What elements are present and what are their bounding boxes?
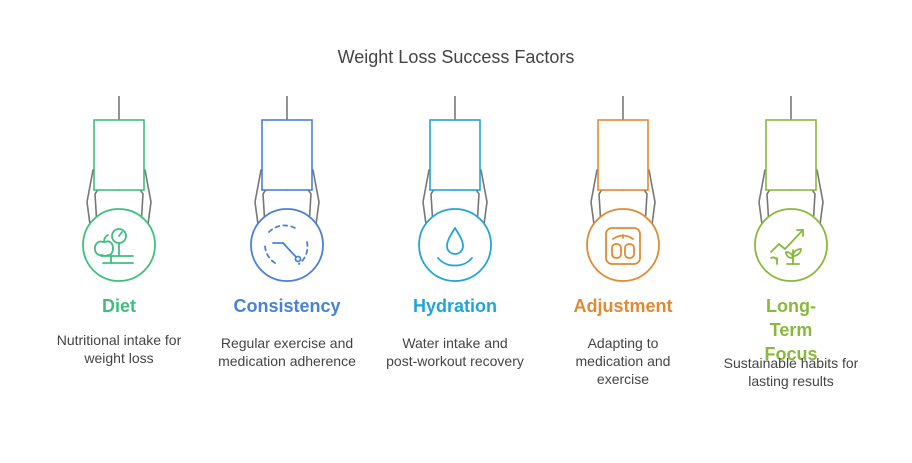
icon-circle: [418, 208, 492, 282]
claw-graphic: [754, 96, 828, 282]
factor-label: Hydration: [412, 296, 497, 316]
claw-body: [93, 119, 145, 191]
factor-description: Sustainable habits for lasting results: [723, 355, 859, 389]
factor-label: Long-Term Focus: [764, 296, 818, 364]
icon-circle: [250, 208, 324, 282]
factor-label: Consistency: [233, 296, 341, 316]
factor-description: Adapting to medication and exercise: [575, 335, 671, 387]
bathroom-scale-icon: [605, 227, 641, 265]
factor-label: Diet: [101, 296, 136, 316]
factor-description: Nutritional intake for weight loss: [56, 332, 182, 366]
factor-label: Adjustment: [573, 296, 673, 316]
claw-graphic: [586, 96, 660, 282]
claw-graphic: [418, 96, 492, 282]
icon-circle: [586, 208, 660, 282]
factor-description: Water intake and post-workout recovery: [386, 335, 524, 369]
claw-body: [597, 119, 649, 191]
claw-graphic: [82, 96, 156, 282]
claw-body: [765, 119, 817, 191]
factor-description: Regular exercise and medication adherenc…: [218, 335, 356, 369]
claw-body: [261, 119, 313, 191]
growth-plant-icon: [770, 229, 804, 265]
diet-scale-apple-icon: [93, 228, 134, 264]
water-drop-icon: [437, 227, 473, 267]
claw-graphic: [250, 96, 324, 282]
progress-gauge-icon: [264, 224, 309, 265]
diagram-title: Weight Loss Success Factors: [337, 47, 575, 67]
claw-body: [429, 119, 481, 191]
icon-circle: [754, 208, 828, 282]
